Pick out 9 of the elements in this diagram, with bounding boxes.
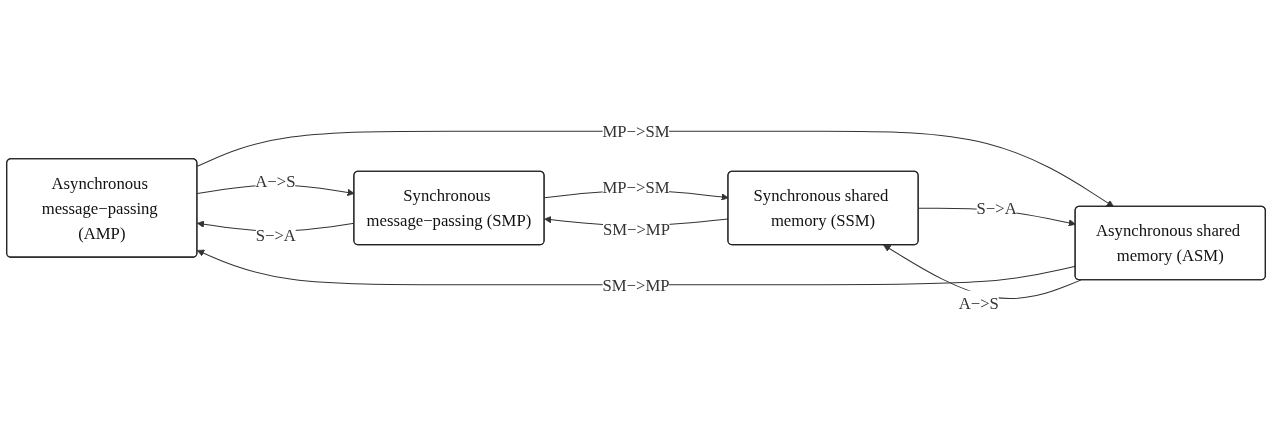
edge-label: MP−>SM [602,178,670,197]
edge-label: S−>A [976,199,1017,218]
edge-label: S−>A [255,226,296,245]
edge-label: SM−>MP [602,219,670,239]
edge-label: SM−>MP [602,275,670,295]
edge-label: MP−>SM [602,122,670,141]
edge-label: A−>S [958,294,999,313]
arrow [197,250,1076,286]
edge-label: A−>S [255,172,296,191]
